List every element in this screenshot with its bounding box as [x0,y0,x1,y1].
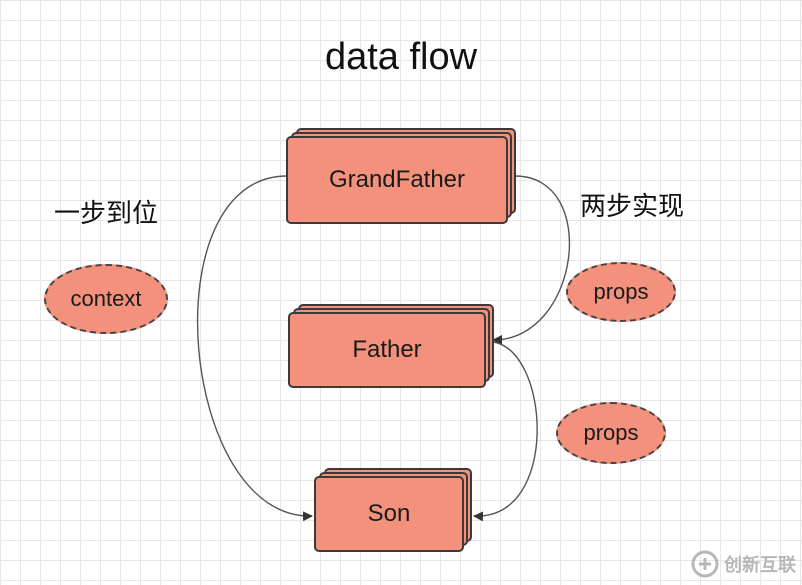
node-father: Father [288,304,494,388]
edge-grandfather-to-son [196,175,313,522]
ellipse-props-bottom: props [556,402,666,464]
node-son: Son [314,468,472,552]
ellipse-context: context [44,264,168,334]
node-son-box: Son [314,476,464,552]
watermark-logo-icon [691,550,719,578]
node-father-label: Father [352,336,422,363]
diagram-title: data flow [324,36,478,78]
watermark: 创新互联 [690,549,796,579]
node-grandfather-box: GrandFather [286,136,508,224]
node-grandfather: GrandFather [286,128,516,224]
watermark-text: 创新互联 [724,555,796,575]
ellipse-props-top: props [566,262,676,322]
edge-grandfather-to-father [492,175,571,345]
right-label: 两步实现 [580,191,685,221]
node-son-label: Son [367,500,411,527]
left-label: 一步到位 [54,198,159,228]
node-father-box: Father [288,312,486,388]
node-grandfather-label: GrandFather [328,166,466,193]
edge-father-to-son [473,335,538,522]
